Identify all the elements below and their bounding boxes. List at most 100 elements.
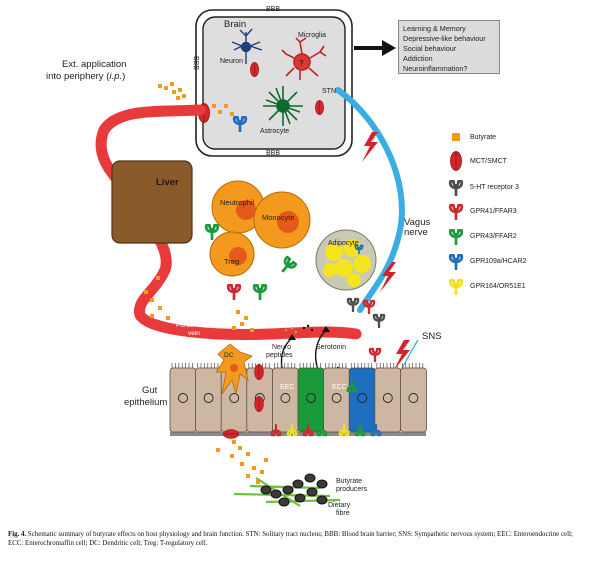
monocyte-label: Monocyte: [262, 213, 295, 222]
outcomes-box: Learning & Memory Depressive-like behavi…: [398, 20, 500, 74]
butyrate-producers: [260, 473, 328, 507]
cell-nucleus: [178, 393, 188, 403]
cell-nucleus: [203, 393, 214, 403]
epithelial-cell: [399, 367, 427, 433]
epithelial-cells: [169, 363, 427, 433]
lightning-vagus-top: [362, 132, 378, 162]
caption-fig-number: Fig. 4.: [8, 531, 27, 538]
outcome-arrow: [354, 40, 396, 56]
receptor-icon: [448, 253, 464, 270]
outcome-item: Neuroinflammation?: [403, 64, 468, 73]
outcome-item: Learning & Memory: [403, 24, 466, 33]
vagus-label-line2: nerve: [404, 227, 428, 238]
treg-label: Treg: [224, 257, 240, 266]
ecc-label: ECC: [332, 384, 347, 391]
legend-label: GPR41/FFAR3: [470, 207, 517, 215]
outcome-item: Depressive-like behaviour: [403, 34, 486, 43]
epithelial-cell: [169, 367, 197, 433]
epithelial-cell: [195, 367, 223, 433]
adipocyte-cell: [315, 229, 377, 291]
outcome-item: Addiction: [403, 54, 433, 63]
dendritic-cell: [215, 343, 253, 395]
epithelial-cell: [271, 367, 299, 433]
sns-label: SNS: [422, 331, 442, 342]
epithelial-cell: [348, 367, 376, 433]
mct-gut-1: [223, 429, 239, 439]
vagus-nerve: [335, 87, 405, 313]
gpr43-neutrophil: [204, 223, 220, 240]
neuropeptide-arrowhead: [288, 334, 296, 340]
neuron-label: Neuron: [220, 58, 243, 65]
mct-gut-3: [254, 364, 264, 380]
butyrate-producers-line2: producers: [336, 486, 368, 493]
gpr43-monocyte: [276, 255, 298, 277]
portal-vein-line2: vein: [188, 330, 200, 337]
ht3-receptor-2: [372, 313, 386, 328]
cell-nucleus: [382, 393, 393, 403]
bbb-label-top: BBB: [266, 6, 281, 13]
immune-cells: [209, 180, 311, 277]
legend-icons: [448, 133, 464, 295]
legend-label: GPR109a/HCAR2: [470, 257, 527, 265]
caption-text: Schematic summary of butyrate effects on…: [8, 531, 573, 548]
liver-label: Liver: [156, 177, 179, 188]
butyrate-particles: [144, 82, 268, 484]
ext-application-line2: into periphery (i.p.): [46, 71, 126, 82]
receptor-icon: [448, 228, 464, 245]
figure-caption: Fig. 4. Schematic summary of butyrate ef…: [8, 530, 586, 549]
receptor-icon: [448, 203, 464, 220]
neuropeptides-line2: peptides: [266, 352, 293, 359]
adipocyte-label: Adipocyte: [328, 240, 359, 247]
cell-nucleus: [357, 393, 368, 403]
epithelial-cell: [374, 367, 402, 433]
dietary-fibre-line1: Dietary: [328, 502, 351, 509]
neutrophil-label: Neutrophil: [220, 198, 255, 207]
cell-nucleus: [306, 393, 316, 403]
ht3-receptor-1: [346, 297, 360, 312]
legend-label: GPR164/OR51E1: [470, 282, 526, 290]
microglia-question-mark: ?: [299, 59, 304, 68]
microglia-cell: [281, 37, 327, 80]
gpr41-immune: [226, 283, 242, 300]
legend-label: 5-HT receptor 3: [470, 183, 519, 191]
cell-nucleus: [280, 393, 291, 403]
neuropeptides-line1: Neuro: [272, 344, 292, 351]
astrocyte-cell: [263, 86, 303, 126]
blood-vessel: [95, 104, 362, 340]
cell-nucleus: [229, 393, 240, 403]
receptor-icon: [448, 179, 464, 196]
ext-application-line1: Ext. application: [62, 59, 127, 70]
microglia-label: Microglia: [298, 32, 327, 39]
liver-organ: [111, 160, 193, 244]
portal-vein-line1: Portal: [176, 322, 193, 329]
legend-label: Butyrate: [470, 133, 497, 141]
dietary-fibre-line2: fibre: [336, 510, 350, 517]
cell-nucleus: [408, 393, 419, 403]
legend-label: MCT/SMCT: [470, 157, 507, 165]
eec-label: EEC: [280, 384, 295, 391]
mct-brain-neuron: [250, 62, 259, 77]
butyrate-producers-line1: Butyrate: [336, 478, 363, 485]
butyrate-square-icon: [452, 133, 460, 141]
mct-brain-astro: [315, 100, 324, 115]
vagus-label-line1: Vagus: [404, 217, 431, 228]
brain-title: Brain: [224, 19, 247, 30]
epithelial-cell: [323, 367, 351, 433]
lightning-vagus-bottom: [380, 262, 396, 292]
dc-label: DC: [224, 352, 234, 359]
gpr43-immune: [252, 283, 268, 300]
gpr41-sns-1: [368, 347, 382, 362]
serotonin-arrowhead: [322, 326, 330, 332]
gut-epithelium: [170, 432, 426, 436]
transporter-icon: [450, 151, 462, 171]
bbb-label-left: BBB: [192, 56, 199, 71]
gut-label-line1: Gut: [142, 385, 158, 396]
cell-nucleus: [331, 393, 342, 403]
astrocyte-label: Astrocyte: [260, 128, 290, 135]
bbb-label-bottom: BBB: [266, 150, 281, 157]
mct-gut-2: [254, 396, 264, 412]
gut-label-line2: epithelium: [124, 397, 168, 408]
neuron-cell: [231, 28, 263, 64]
epithelial-cell: [297, 367, 325, 433]
